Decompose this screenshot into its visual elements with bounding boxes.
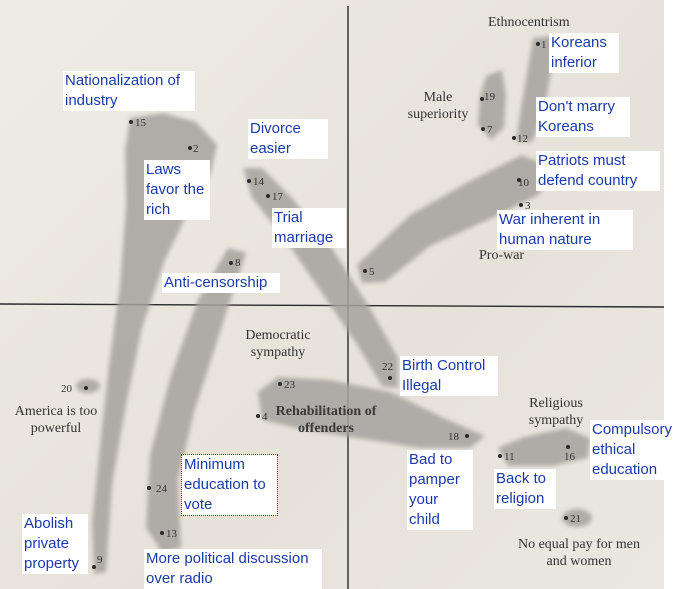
- point-2-label: 2: [193, 143, 199, 155]
- cluster-equal-pay: [562, 509, 592, 527]
- point-17: [266, 194, 270, 198]
- point-1: [536, 42, 540, 46]
- label-male-superiority: Male superiority: [407, 90, 469, 122]
- point-5: [363, 269, 367, 273]
- point-13-label: 13: [166, 528, 178, 540]
- point-16-label: 16: [564, 451, 576, 463]
- cluster-male-superiority: [478, 70, 506, 140]
- point-3-label: 3: [525, 200, 531, 212]
- annotation-divorce: Divorce easier: [248, 119, 328, 159]
- point-1-label: 1: [541, 39, 547, 51]
- point-3: [519, 203, 523, 207]
- label-religious-sympathy: Religious sympathy: [528, 396, 584, 428]
- annotation-minimum-education: Minimum education to vote: [181, 454, 278, 516]
- point-12: [512, 136, 516, 140]
- point-12-label: 12: [517, 133, 528, 145]
- point-9-label: 9: [97, 554, 103, 566]
- annotation-war-inherent: War inherent in human nature: [497, 210, 633, 250]
- cluster-religious: [498, 428, 590, 466]
- point-20: [84, 386, 88, 390]
- label-rehabilitation: Rehabilitation of offenders: [275, 404, 377, 436]
- label-america-powerful: America is too powerful: [14, 404, 98, 436]
- label-democratic-sympathy: Democratic sympathy: [245, 328, 311, 360]
- page-edge: [664, 0, 691, 589]
- annotation-koreans-inferior: Koreans inferior: [549, 33, 619, 73]
- annotation-laws-favor: Laws favor the rich: [144, 160, 210, 220]
- point-4-label: 4: [262, 411, 268, 423]
- point-15: [129, 120, 133, 124]
- label-no-equal-pay: No equal pay for men and women: [517, 537, 641, 569]
- point-11-label: 11: [504, 451, 515, 463]
- cluster-ethnocentrism: [516, 36, 553, 142]
- annotation-patriots: Patriots must defend country: [536, 151, 660, 191]
- point-21-label: 21: [570, 513, 581, 525]
- annotation-back-to-religion: Back to religion: [494, 469, 556, 509]
- point-10: [517, 178, 521, 182]
- point-19-label: 19: [484, 91, 496, 103]
- point-20-label: 20: [61, 383, 73, 395]
- annotation-trial-marriage: Trial marriage: [272, 208, 346, 248]
- cluster-anti-censorship: [146, 248, 246, 552]
- point-9: [92, 565, 96, 569]
- label-pro-war: Pro-war: [479, 248, 525, 263]
- cluster-rehabilitation: [258, 377, 485, 448]
- point-23: [278, 382, 282, 386]
- point-19: [480, 97, 484, 101]
- point-11: [498, 454, 502, 458]
- point-2: [188, 146, 192, 150]
- point-10-label: 10: [518, 177, 530, 189]
- annotation-compulsory: Compulsory ethical education: [590, 420, 684, 480]
- point-8: [229, 261, 233, 265]
- point-16: [566, 445, 570, 449]
- annotation-dont-marry: Don't marry Koreans: [536, 97, 630, 137]
- cluster-war: [357, 155, 545, 283]
- point-5-label: 5: [369, 266, 375, 278]
- point-18-label: 18: [448, 431, 460, 443]
- point-21: [564, 516, 568, 520]
- point-8-label: 8: [235, 257, 241, 269]
- annotation-nationalization: Nationalization of industry: [63, 71, 195, 111]
- label-ethnocentrism: Ethnocentrism: [488, 15, 570, 30]
- cluster-america: [76, 379, 100, 393]
- point-4: [256, 414, 260, 418]
- point-24: [147, 486, 151, 490]
- point-15-label: 15: [135, 117, 147, 129]
- point-14-label: 14: [253, 176, 265, 188]
- annotation-abolish: Abolish private property: [22, 514, 88, 574]
- point-17-label: 17: [272, 191, 284, 203]
- point-13: [160, 531, 164, 535]
- point-18: [465, 434, 469, 438]
- annotation-birth-control: Birth Control Illegal: [400, 356, 498, 396]
- point-23-label: 23: [284, 379, 296, 391]
- point-7-label: 7: [487, 124, 493, 136]
- annotation-more-political: More political discussion over radio: [144, 549, 322, 589]
- annotation-bad-to-pamper: Bad to pamper your child: [407, 450, 473, 530]
- point-22-label: 22: [382, 361, 393, 373]
- point-22: [388, 376, 392, 380]
- annotation-anti-censorship: Anti-censorship: [162, 273, 280, 293]
- point-14: [247, 179, 251, 183]
- point-7: [481, 127, 485, 131]
- point-24-label: 24: [156, 483, 168, 495]
